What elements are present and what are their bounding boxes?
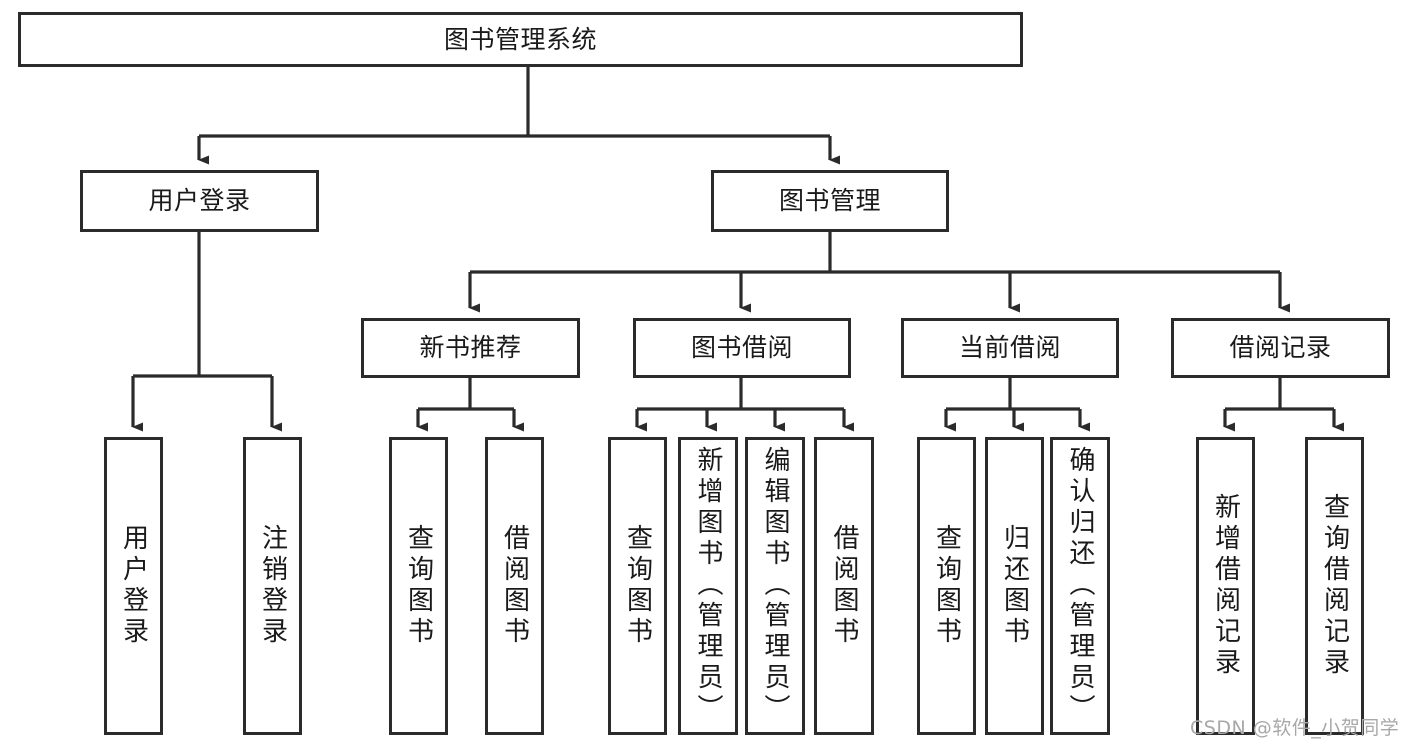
- node-leaf-query-book-current-label: 查询图书: [931, 524, 962, 648]
- node-leaf-query-borrow-record[interactable]: 查询借阅记录: [1305, 437, 1364, 735]
- node-current-borrowing[interactable]: 当前借阅: [901, 318, 1119, 378]
- node-leaf-edit-book-admin[interactable]: 编辑图书（管理员）: [745, 437, 805, 735]
- node-leaf-user-logout-label: 注销登录: [257, 524, 288, 648]
- node-leaf-borrow-book-rec[interactable]: 借阅图书: [485, 437, 544, 735]
- node-leaf-edit-book-admin-label: 编辑图书（管理员）: [760, 446, 790, 725]
- node-borrowing-record-label: 借阅记录: [1229, 333, 1332, 363]
- node-leaf-add-book-admin-label: 新增图书（管理员）: [693, 446, 723, 725]
- node-new-book-recommendation-label: 新书推荐: [419, 333, 522, 363]
- node-root-label: 图书管理系统: [443, 24, 597, 54]
- node-leaf-borrow-book[interactable]: 借阅图书: [814, 437, 874, 735]
- node-leaf-user-logout[interactable]: 注销登录: [243, 437, 302, 735]
- node-leaf-confirm-return-admin-label: 确认归还（管理员）: [1065, 446, 1095, 725]
- node-leaf-user-login-label: 用户登录: [118, 524, 149, 648]
- node-leaf-return-book-label: 归还图书: [999, 524, 1030, 648]
- node-leaf-query-book-rec-label: 查询图书: [403, 524, 434, 648]
- node-book-borrowing[interactable]: 图书借阅: [633, 318, 851, 378]
- node-leaf-query-book-current[interactable]: 查询图书: [917, 437, 976, 735]
- node-leaf-query-book-rec[interactable]: 查询图书: [389, 437, 448, 735]
- node-leaf-borrow-book-rec-label: 借阅图书: [499, 524, 530, 648]
- node-user-login-label: 用户登录: [148, 186, 251, 216]
- node-current-borrowing-label: 当前借阅: [958, 333, 1061, 363]
- node-leaf-borrow-book-label: 借阅图书: [829, 524, 859, 648]
- node-root-system[interactable]: 图书管理系统: [18, 12, 1023, 67]
- watermark-text: CSDN @软件_小贺同学: [1190, 717, 1400, 739]
- node-leaf-add-book-admin[interactable]: 新增图书（管理员）: [678, 437, 738, 735]
- node-leaf-user-login[interactable]: 用户登录: [104, 437, 163, 735]
- node-user-login[interactable]: 用户登录: [80, 170, 319, 232]
- node-book-management[interactable]: 图书管理: [711, 170, 949, 232]
- node-borrowing-record[interactable]: 借阅记录: [1171, 318, 1390, 378]
- node-leaf-add-borrow-record-label: 新增借阅记录: [1210, 493, 1241, 679]
- node-leaf-query-borrow-record-label: 查询借阅记录: [1319, 493, 1350, 679]
- node-leaf-confirm-return-admin[interactable]: 确认归还（管理员）: [1050, 437, 1110, 735]
- node-leaf-return-book[interactable]: 归还图书: [985, 437, 1044, 735]
- node-new-book-recommendation[interactable]: 新书推荐: [361, 318, 580, 378]
- node-leaf-query-book-borrow[interactable]: 查询图书: [608, 437, 667, 735]
- node-book-borrowing-label: 图书借阅: [690, 333, 793, 363]
- node-leaf-query-book-borrow-label: 查询图书: [622, 524, 653, 648]
- node-leaf-add-borrow-record[interactable]: 新增借阅记录: [1196, 437, 1255, 735]
- node-book-management-label: 图书管理: [778, 186, 881, 216]
